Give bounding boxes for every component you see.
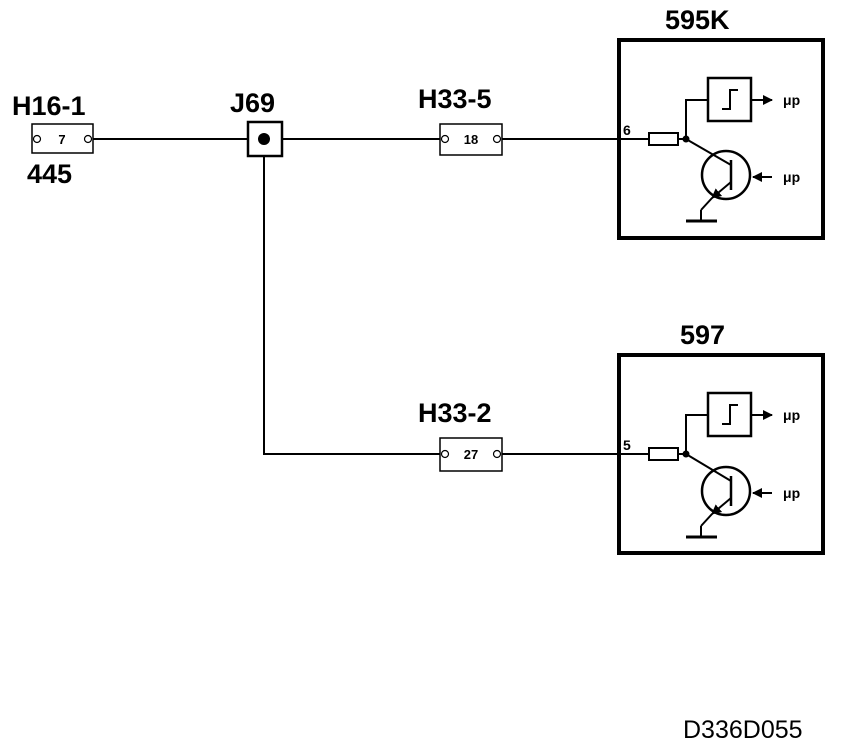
pin-left: [440, 134, 450, 144]
module-597: 597 5 μp μp: [617, 320, 825, 555]
schmitt-trigger-icon: [706, 391, 753, 438]
connector-h16-1-body: [31, 123, 94, 154]
splice-j69: J69: [230, 88, 284, 158]
connector-h33-2-body: [439, 437, 503, 472]
connector-h33-2-label: H33-2: [418, 398, 492, 428]
module-597-output-label: μp: [783, 407, 800, 423]
module-595k-output-label: μp: [783, 92, 800, 108]
splice-j69-dot: [258, 133, 270, 145]
connector-h16-1: H16-1 7 445: [12, 91, 94, 189]
module-595k-input-pin: 6: [623, 122, 631, 138]
wire-j69-to-h33-2: [263, 139, 440, 455]
pin-right: [492, 449, 502, 459]
connector-h16-1-label: H16-1: [12, 91, 86, 121]
module-597-input-label: μp: [783, 485, 800, 501]
module-597-label: 597: [680, 320, 725, 350]
connector-h33-2: H33-2 27: [418, 398, 503, 472]
connector-h33-5-body: [439, 123, 503, 156]
module-597-box: [617, 353, 825, 555]
resistor-icon: [648, 132, 679, 146]
module-595k: 595K 6 μp μp: [617, 5, 825, 240]
module-595k-box: [617, 38, 825, 240]
pin-right: [492, 134, 502, 144]
connector-h33-2-pin: 27: [464, 447, 478, 462]
resistor-icon: [648, 447, 679, 461]
connector-h33-5-label: H33-5: [418, 84, 492, 114]
connector-h33-5: H33-5 18: [418, 84, 503, 156]
pin-left: [32, 134, 42, 144]
transistor-icon: [700, 465, 752, 517]
transistor-icon: [700, 149, 752, 201]
module-595k-label: 595K: [665, 5, 730, 35]
connector-h16-1-pin: 7: [58, 132, 65, 147]
diagram-reference: D336D055: [683, 716, 803, 744]
schmitt-trigger-icon: [706, 76, 753, 123]
splice-j69-label: J69: [230, 88, 275, 118]
module-597-input-pin: 5: [623, 437, 631, 453]
pin-left: [440, 449, 450, 459]
pin-right: [83, 134, 93, 144]
connector-h33-5-pin: 18: [464, 132, 478, 147]
module-595k-input-label: μp: [783, 169, 800, 185]
connector-h16-1-sub: 445: [27, 159, 72, 189]
